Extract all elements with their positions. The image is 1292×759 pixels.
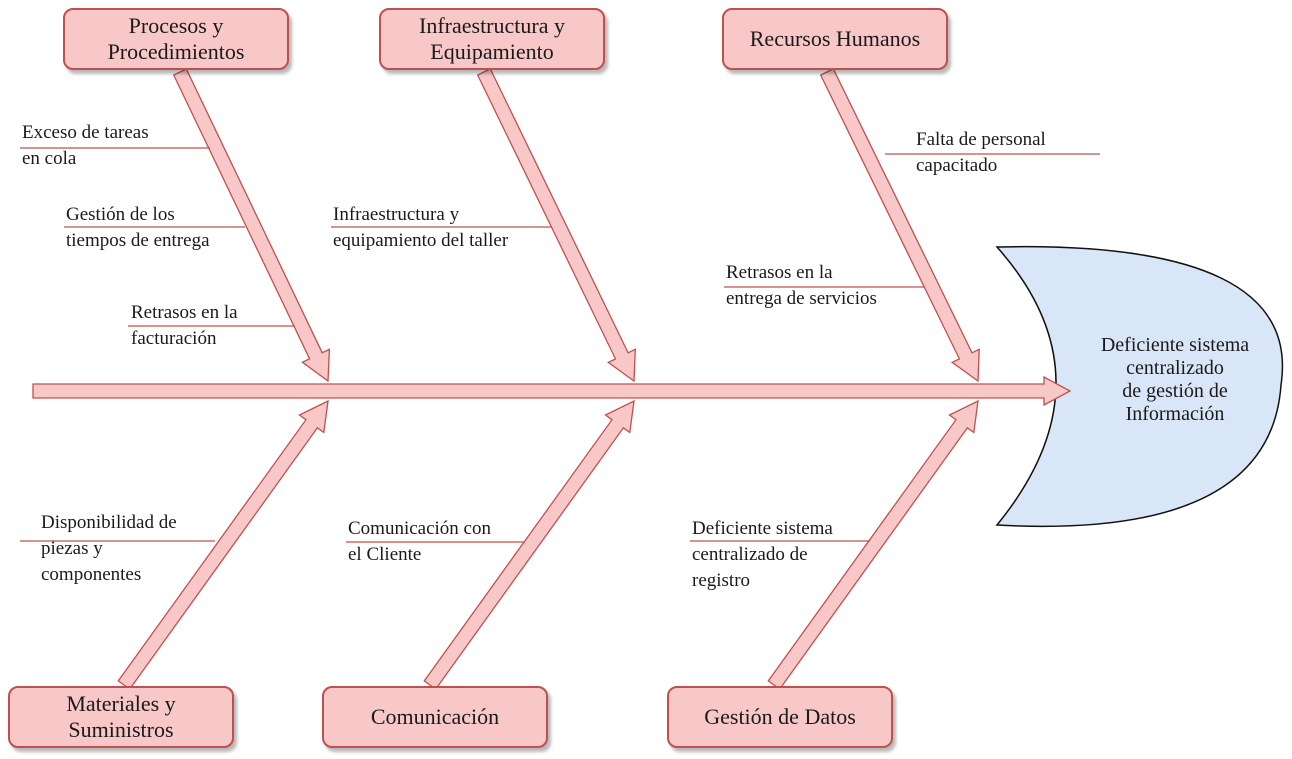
spine-arrow	[32, 375, 1072, 407]
cause-exceso-de-tareas: Exceso de tareas en cola	[22, 122, 149, 169]
bone-arrow-gestion	[767, 399, 979, 691]
cause-retrasos-facturacion: Retrasos en la facturación	[131, 302, 238, 349]
cause-gestion-tiempos-entrega: Gestión de los tiempos de entrega	[66, 204, 210, 251]
effect-label: Deficiente sistema centralizado de gesti…	[1100, 334, 1250, 425]
cause-falta-personal: Falta de personal capacitado	[916, 129, 1046, 176]
category-infraestructura-y-equipamiento: Infraestructura y Equipamiento	[379, 8, 605, 70]
bone-arrow-infraestructura	[476, 68, 636, 383]
category-procesos-y-procedimientos: Procesos y Procedimientos	[63, 8, 289, 70]
category-materiales-y-suministros: Materiales y Suministros	[8, 686, 234, 748]
category-comunicacion: Comunicación	[322, 686, 548, 748]
bone-arrow-procesos	[172, 68, 331, 383]
cause-deficiente-registro: Deficiente sistema centralizado de regis…	[692, 518, 833, 591]
cause-disponibilidad-piezas: Disponibilidad de piezas y componentes	[41, 512, 177, 585]
cause-infraestructura-taller: Infraestructura y equipamiento del talle…	[333, 204, 509, 251]
bone-arrow-comunicacion	[423, 399, 635, 691]
category-recursos-humanos: Recursos Humanos	[722, 8, 948, 70]
cause-comunicacion-cliente: Comunicación con el Cliente	[348, 518, 491, 565]
bone-arrow-materiales	[117, 399, 329, 691]
category-gestion-de-datos: Gestión de Datos	[667, 686, 893, 748]
bone-arrow-recursos	[819, 68, 980, 383]
cause-retrasos-servicios: Retrasos en la entrega de servicios	[726, 262, 877, 309]
